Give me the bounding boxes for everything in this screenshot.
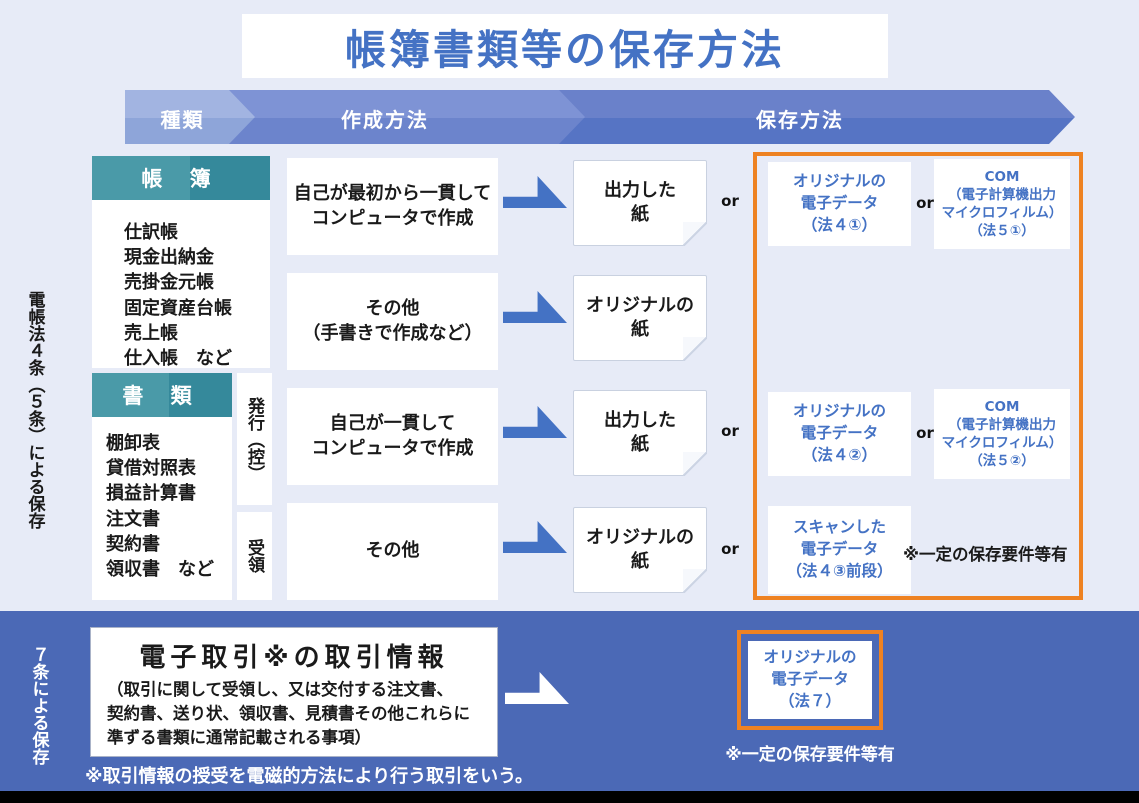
storage-data-article7: オリジナルの 電子データ （法７） [748,641,872,719]
paper-box-row1: 出力した 紙 [573,160,707,246]
books-item: 現金出納金 [124,247,214,269]
electronic-transaction-body: （取引に関して受領し、又は交付する注文書、 契約書、送り状、領収書、見積書その他… [107,680,470,747]
documents-item: 契約書 [106,533,160,555]
bottom-border [0,791,1139,803]
creation-box-row2: その他 （手書きで作成など） [287,273,498,370]
storage-frame-article4 [753,152,1083,600]
banner-label-creation: 作成方法 [341,108,429,132]
creation-box-row1: 自己が最初から一貫して コンピュータで作成 [287,158,498,255]
article7-footnote: ※取引情報の授受を電磁的方法により行う取引をいう。 [85,766,534,787]
page-title-box: 帳簿書類等の保存方法 [242,14,888,78]
books-header: 帳 簿 [92,156,270,200]
creation-box-row3: 自己が一貫して コンピュータで作成 [287,388,498,485]
documents-item: 棚卸表 [106,433,160,454]
issue-copy-box: 発行（控） [237,373,272,505]
electronic-transaction-box: 電子取引※の取引情報 （取引に関して受領し、又は交付する注文書、 契約書、送り状… [90,627,498,757]
banner-segment-kinds [125,90,255,144]
documents-list-box: 棚卸表 貸借対照表 損益計算書 注文書 契約書 領収書 など [92,417,232,600]
banner-label-kinds: 種類 [160,108,205,132]
page-title: 帳簿書類等の保存方法 [345,26,785,74]
receive-box: 受領 [237,512,272,600]
storage-frame-article7: オリジナルの 電子データ （法７） [737,630,883,730]
paper-box-row4: オリジナルの 紙 [573,507,707,593]
documents-item: 損益計算書 [106,483,196,505]
banner-label-storage: 保存方法 [756,108,844,132]
storage-data-row3: オリジナルの 電子データ （法４②） [768,392,911,476]
paper-box-row3: 出力した 紙 [573,390,707,476]
storage-com-row3: COM （電子計算機出力 マイクロフィルム） （法５②） [934,389,1070,479]
flow-arrow-icon [503,291,567,323]
books-list-box: 仕訳帳 現金出納金 売掛金元帳 固定資産台帳 売上帳 仕入帳 など [92,200,270,369]
paper-box-row2: オリジナルの 紙 [573,275,707,361]
flow-arrow-icon [503,521,567,553]
documents-item: 領収書 など [106,558,214,580]
or-label: or [721,192,739,210]
books-item: 仕入帳 など [124,347,232,369]
documents-header: 書 類 [92,373,232,417]
books-item: 固定資産台帳 [124,297,232,319]
side-label-article4: 電帳法４条（５条）による保存 [24,291,45,529]
electronic-transaction-title: 電子取引※の取引情報 [139,643,449,673]
books-item: 仕訳帳 [124,222,178,243]
books-item: 売上帳 [124,322,178,344]
or-label: or [916,424,934,442]
documents-item: 注文書 [106,508,160,530]
requirement-note-article7: ※一定の保存要件等有 [725,745,895,765]
flow-arrow-icon [503,406,567,438]
side-label-article7: ７条による保存 [28,645,49,765]
or-label: or [721,540,739,558]
or-label: or [721,422,739,440]
storage-data-row1: オリジナルの 電子データ （法４①） [768,162,911,246]
storage-com-row1: COM （電子計算機出力 マイクロフィルム） （法５①） [934,159,1070,249]
documents-item: 貸借対照表 [106,458,196,480]
books-item: 売掛金元帳 [124,272,214,294]
flow-arrow-icon [503,176,567,208]
requirement-note-article4: ※一定の保存要件等有 [903,545,1068,564]
storage-scan-row4: スキャンした 電子データ （法４③前段） [768,506,911,594]
creation-box-row4: その他 [287,503,498,600]
or-label: or [916,194,934,212]
